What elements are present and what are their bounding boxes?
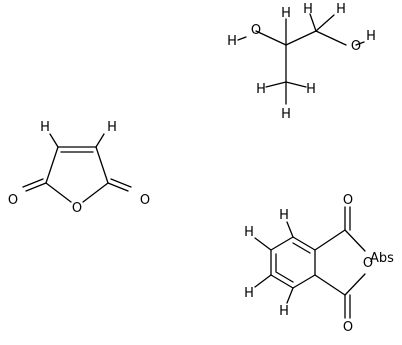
atom-h: H bbox=[306, 82, 316, 97]
bond-oh-right bbox=[355, 41, 365, 46]
propylene-glycol-structure: H O H H H O H H H H bbox=[227, 2, 376, 122]
bond-c-c-lower bbox=[314, 274, 346, 296]
abs-stereo-label: Abs bbox=[370, 251, 394, 266]
bond-ch-1 bbox=[286, 221, 294, 238]
atom-o: O bbox=[343, 320, 353, 335]
atom-h: H bbox=[281, 107, 291, 122]
bond-c2-o1 bbox=[45, 182, 72, 203]
bond-ch-3 bbox=[254, 274, 272, 288]
atom-h: H bbox=[244, 286, 254, 301]
atom-o: O bbox=[363, 256, 373, 271]
bond-c-o-upper bbox=[344, 229, 366, 252]
atom-o: O bbox=[8, 193, 18, 208]
phthalic-anhydride-structure: H H H H O O O Abs bbox=[244, 193, 394, 335]
bond-c5-o-exo bbox=[107, 182, 129, 192]
bond-oh-left bbox=[237, 36, 247, 41]
bond-ring-double-2 bbox=[275, 271, 294, 283]
bond-c2-o-exo bbox=[25, 182, 47, 192]
atom-h: H bbox=[366, 29, 376, 44]
atom-o: O bbox=[343, 193, 353, 208]
bond-c1-h-b bbox=[315, 14, 335, 32]
atom-h: H bbox=[256, 82, 266, 97]
bond-c3-h bbox=[49, 133, 59, 148]
bond-ring-4 bbox=[270, 274, 294, 289]
atom-h: H bbox=[107, 120, 117, 135]
atom-h: H bbox=[40, 120, 50, 135]
atom-h: H bbox=[303, 2, 313, 17]
bond-ring-double-1 bbox=[292, 242, 311, 254]
bond-c3-c2 bbox=[45, 146, 59, 184]
bond-c1-o bbox=[315, 30, 347, 46]
bond-c5-o-exo-double bbox=[110, 178, 132, 188]
atom-o: O bbox=[351, 39, 361, 54]
bond-c4-h bbox=[95, 133, 105, 148]
bond-ring-1 bbox=[292, 236, 316, 251]
bond-c-c-upper bbox=[314, 229, 346, 251]
atom-h: H bbox=[279, 304, 289, 319]
atom-h: H bbox=[281, 6, 291, 21]
atom-h: H bbox=[336, 2, 346, 17]
atom-h: H bbox=[227, 34, 237, 49]
bond-c2-c1 bbox=[285, 30, 317, 46]
bond-c2-o bbox=[255, 30, 287, 46]
bond-c4-c5 bbox=[95, 146, 109, 184]
atom-o: O bbox=[72, 201, 82, 216]
bond-c2-o-exo-double bbox=[22, 178, 44, 188]
atom-o: O bbox=[140, 193, 150, 208]
atom-h: H bbox=[279, 208, 289, 223]
atom-o: O bbox=[251, 23, 261, 38]
bond-c-o-lower bbox=[344, 273, 366, 296]
atom-h: H bbox=[244, 225, 254, 240]
bond-ring-3 bbox=[292, 274, 316, 289]
bond-c3-h-a bbox=[265, 81, 287, 88]
bond-ch-2 bbox=[254, 237, 272, 251]
maleic-anhydride-structure: H H O O O bbox=[8, 120, 150, 216]
bond-c1-h-a bbox=[309, 13, 317, 32]
bond-c3-h-c bbox=[285, 81, 307, 88]
bond-c5-o1 bbox=[82, 182, 109, 203]
bond-ring-6 bbox=[270, 236, 294, 251]
bond-ch-4 bbox=[286, 287, 294, 304]
